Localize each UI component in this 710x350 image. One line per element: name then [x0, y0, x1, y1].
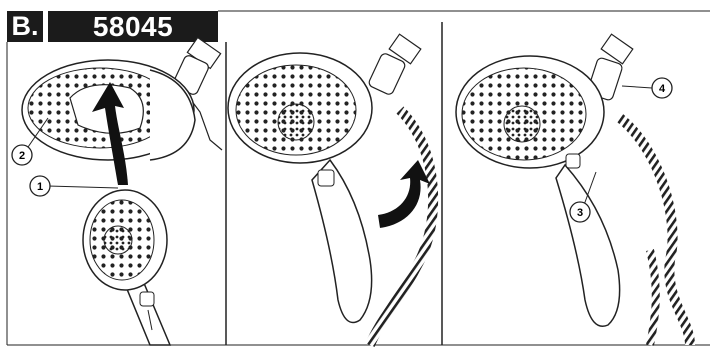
- svg-text:4: 4: [659, 83, 666, 95]
- rotate-arrow: [378, 160, 430, 228]
- svg-text:2: 2: [19, 150, 25, 162]
- callout-4: 4: [622, 78, 672, 98]
- panel-2: [228, 34, 433, 345]
- callout-1: 1: [30, 176, 118, 196]
- combined-showerhead: [456, 56, 620, 326]
- panel-1: 1 2: [12, 38, 222, 345]
- hose: [370, 110, 433, 345]
- handshower: [83, 190, 170, 345]
- svg-text:1: 1: [37, 181, 43, 193]
- svg-text:3: 3: [577, 207, 583, 219]
- panel-3: 3 4: [456, 34, 690, 345]
- combined-showerhead: [228, 53, 372, 323]
